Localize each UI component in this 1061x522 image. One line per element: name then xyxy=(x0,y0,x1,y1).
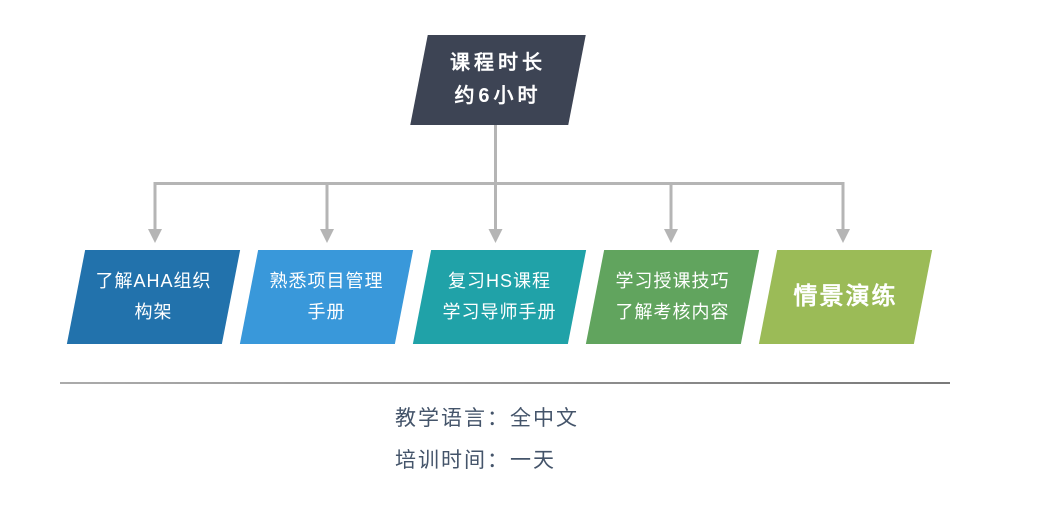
arrow-down-icon xyxy=(836,229,850,243)
step-line: 情景演练 xyxy=(793,283,898,310)
arrow-down-icon xyxy=(664,229,678,243)
step-line: 学习导师手册 xyxy=(442,302,557,322)
step-line: 了解AHA组织 xyxy=(95,271,212,291)
step-label: 学习授课技巧 了解考核内容 xyxy=(595,266,750,328)
course-duration-box: 课程时长 约6小时 xyxy=(410,35,586,125)
step-box-project-manual: 熟悉项目管理 手册 xyxy=(239,250,414,344)
step-line: 熟悉项目管理 xyxy=(269,271,384,291)
step-label: 情景演练 xyxy=(768,282,923,312)
footer-duration-line: 培训时间：一天 xyxy=(395,449,556,472)
arrow-down-icon xyxy=(320,229,334,243)
arrow-down-icon xyxy=(148,229,162,243)
step-box-scenario-drill: 情景演练 xyxy=(758,250,933,344)
step-label: 复习HS课程 学习导师手册 xyxy=(422,266,577,328)
step-label: 了解AHA组织 构架 xyxy=(76,266,231,328)
duration-line-2: 约6小时 xyxy=(454,85,542,107)
arrow-down-icon xyxy=(488,229,503,243)
connector-drops xyxy=(153,182,845,230)
divider-line xyxy=(60,382,950,384)
step-box-hs-course-review: 复习HS课程 学习导师手册 xyxy=(412,250,587,344)
step-line: 构架 xyxy=(134,302,173,322)
step-line: 手册 xyxy=(307,302,346,322)
footer-language-line: 教学语言：全中文 xyxy=(395,407,579,430)
step-line: 了解考核内容 xyxy=(615,302,730,322)
step-line: 复习HS课程 xyxy=(447,271,551,291)
footer-notes: 教学语言：全中文 培训时间：一天 xyxy=(395,398,579,482)
step-box-teaching-skills: 学习授课技巧 了解考核内容 xyxy=(585,250,760,344)
step-box-aha-structure: 了解AHA组织 构架 xyxy=(66,250,241,344)
course-duration-label: 课程时长 约6小时 xyxy=(419,47,577,113)
step-line: 学习授课技巧 xyxy=(615,271,730,291)
duration-line-1: 课程时长 xyxy=(450,52,546,74)
step-label: 熟悉项目管理 手册 xyxy=(249,266,404,328)
